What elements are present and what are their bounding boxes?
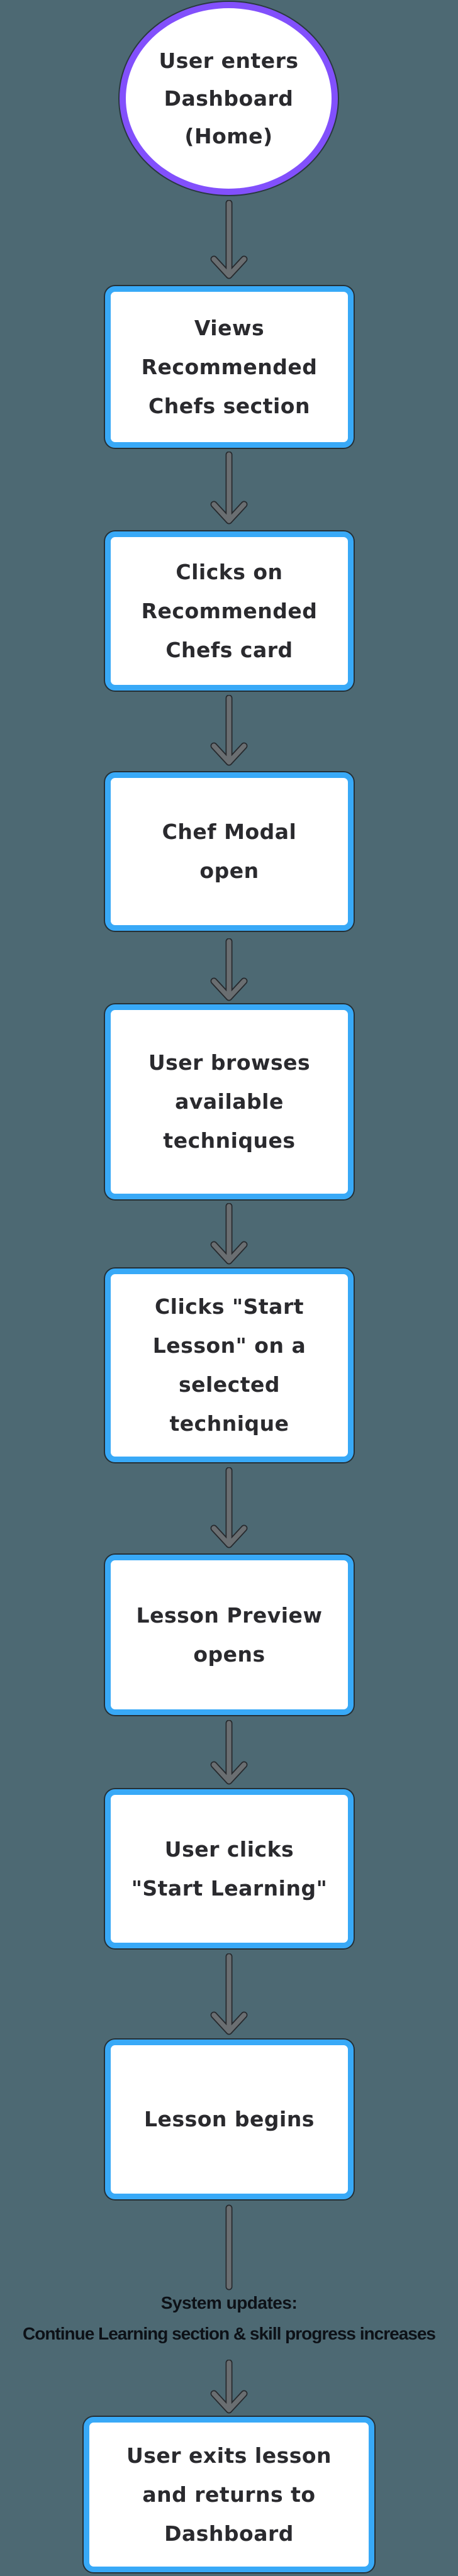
flow-arrow [210,1953,248,2035]
flow-node-label: Lesson begins [144,2107,315,2131]
flow-node-label: User exits lesson and returns to Dashboa… [126,2443,332,2546]
flow-node-label: Views Recommended Chefs section [141,315,318,418]
flow-node-clicks-recommended-chefs-card: Clicks on Recommended Chefs card [105,531,354,691]
flow-node-user-exits-lesson: User exits lesson and returns to Dashboa… [84,2417,374,2572]
flow-node-label: Clicks "Start Lesson" on a selected tech… [152,1294,306,1436]
flow-node-user-browses-techniques: User browses available techniques [105,1004,354,1199]
flow-arrow [210,1720,248,1785]
flow-node-views-recommended-chefs: Views Recommended Chefs section [105,286,354,448]
flow-node-lesson-preview-opens: Lesson Preview opens [105,1555,354,1715]
flow-node-chef-modal-open: Chef Modal open [105,772,354,931]
edge-label-line2: Continue Learning section & skill progre… [23,2324,436,2343]
flow-node-user-clicks-start-learning: User clicks "Start Learning" [105,1789,354,1948]
flow-node-label: Clicks on Recommended Chefs card [141,559,318,662]
flow-edge-label: System updates: Continue Learning sectio… [0,2288,458,2350]
flow-node-clicks-start-lesson: Clicks "Start Lesson" on a selected tech… [105,1269,354,1462]
flow-node-label: Chef Modal open [162,819,297,883]
flow-arrow [210,938,248,1001]
flow-edge-segment [225,2204,233,2290]
flow-node-label: Lesson Preview opens [136,1602,323,1667]
flow-node-label: User browses available techniques [148,1050,311,1153]
flow-arrow [210,1203,248,1265]
flow-arrow [210,1467,248,1548]
flow-node-lesson-begins: Lesson begins [105,2040,354,2199]
flow-arrow [210,200,248,279]
flow-node-label: User clicks "Start Learning" [131,1836,328,1901]
flow-arrow [210,452,248,525]
flow-node-start: User enters Dashboard (Home) [120,2,338,195]
flow-node-label: User enters Dashboard (Home) [159,48,299,148]
flow-arrow [210,695,248,766]
edge-label-line1: System updates: [160,2293,298,2312]
flow-arrow [210,2360,248,2414]
